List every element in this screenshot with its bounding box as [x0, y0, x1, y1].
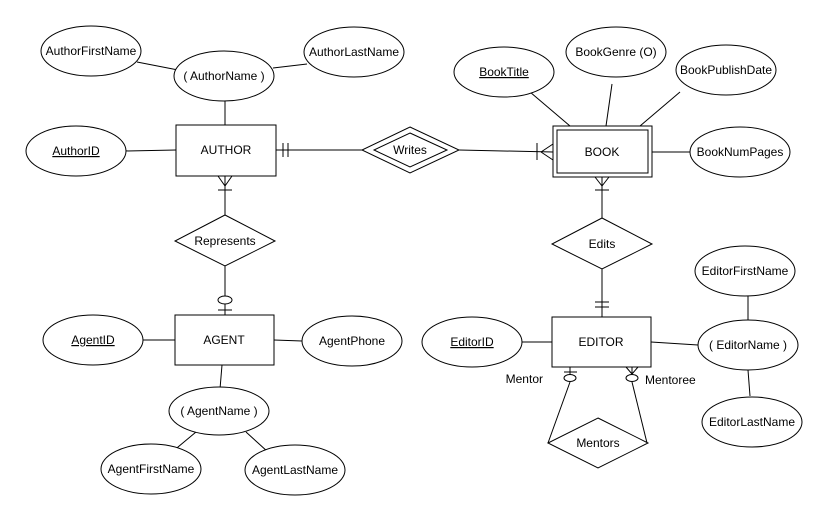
attribute-author-name-label: ( AuthorName ) — [183, 69, 264, 83]
attribute-editor-name-label: ( EditorName ) — [709, 338, 787, 352]
relationship-edits[interactable]: Edits — [550, 217, 654, 270]
book-writes-many-mark — [536, 143, 554, 161]
attribute-agent-last-name-label: AgentLastName — [252, 463, 338, 477]
entity-agent-label: AGENT — [203, 333, 245, 347]
entity-book[interactable]: BOOK — [552, 125, 653, 178]
agent-represents-optional-mark — [217, 295, 233, 311]
attribute-agent-first-name-label: AgentFirstName — [108, 462, 195, 476]
attribute-author-first-name[interactable]: AuthorFirstName — [40, 25, 142, 77]
attribute-editor-id-label: EditorID — [450, 335, 494, 349]
attribute-book-publish-date[interactable]: BookPublishDate — [675, 44, 777, 96]
relationship-represents-label: Represents — [194, 234, 255, 248]
cardinality-marks — [217, 143, 639, 382]
entity-author-label: AUTHOR — [201, 143, 252, 157]
relationship-mentors[interactable]: Mentors — [546, 417, 650, 469]
entity-editor[interactable]: EDITOR — [551, 316, 652, 368]
relationship-mentors-label: Mentors — [576, 436, 619, 450]
attribute-agent-name[interactable]: ( AgentName ) — [168, 386, 270, 436]
attribute-author-first-name-label: AuthorFirstName — [46, 44, 137, 58]
attribute-author-last-name[interactable]: AuthorLastName — [303, 26, 405, 78]
attribute-book-title[interactable]: BookTitle — [453, 46, 555, 98]
author-writes-one-mark — [282, 143, 289, 157]
attribute-agent-last-name[interactable]: AgentLastName — [244, 444, 346, 496]
connector-lines — [123, 61, 751, 453]
attribute-editor-last-name[interactable]: EditorLastName — [701, 396, 803, 448]
attribute-editor-last-name-label: EditorLastName — [709, 415, 795, 429]
attribute-book-genre[interactable]: BookGenre (O) — [565, 26, 667, 78]
attribute-editor-name[interactable]: ( EditorName ) — [697, 319, 799, 371]
relationship-represents[interactable]: Represents — [173, 214, 277, 267]
book-edits-many-mark — [594, 176, 610, 191]
editor-edits-one-mark — [595, 301, 609, 308]
attribute-book-num-pages[interactable]: BookNumPages — [689, 126, 791, 178]
attribute-book-publish-date-label: BookPublishDate — [680, 63, 772, 77]
relationship-writes[interactable]: Writes — [360, 126, 461, 174]
attribute-book-genre-label: BookGenre (O) — [575, 45, 656, 59]
author-represents-many-mark — [217, 175, 233, 191]
entity-author[interactable]: AUTHOR — [175, 124, 277, 177]
attribute-editor-id[interactable]: EditorID — [421, 316, 523, 368]
relationship-writes-label: Writes — [393, 143, 427, 157]
role-mentor-label: Mentor — [506, 372, 543, 386]
attribute-book-num-pages-label: BookNumPages — [697, 145, 784, 159]
attribute-author-name[interactable]: ( AuthorName ) — [173, 50, 275, 102]
attribute-agent-phone-label: AgentPhone — [319, 334, 385, 348]
attribute-author-id[interactable]: AuthorID — [25, 125, 127, 177]
entity-book-label: BOOK — [585, 145, 620, 159]
entity-editor-label: EDITOR — [578, 335, 623, 349]
attribute-author-id-label: AuthorID — [52, 144, 100, 158]
attribute-editor-first-name-label: EditorFirstName — [702, 264, 789, 278]
attribute-agent-first-name[interactable]: AgentFirstName — [100, 443, 202, 495]
entity-agent[interactable]: AGENT — [174, 314, 275, 366]
attribute-editor-first-name[interactable]: EditorFirstName — [694, 245, 796, 297]
attribute-agent-id[interactable]: AgentID — [42, 314, 144, 366]
mentor-optional-mark — [563, 371, 577, 382]
attribute-agent-id-label: AgentID — [71, 333, 115, 347]
attribute-author-last-name-label: AuthorLastName — [309, 45, 399, 59]
attribute-book-title-label: BookTitle — [479, 65, 529, 79]
relationship-edits-label: Edits — [589, 237, 616, 251]
mentoree-many-mark — [625, 366, 639, 382]
attribute-agent-phone[interactable]: AgentPhone — [301, 315, 403, 367]
role-mentoree-label: Mentoree — [645, 373, 696, 387]
attribute-agent-name-label: ( AgentName ) — [180, 404, 257, 418]
